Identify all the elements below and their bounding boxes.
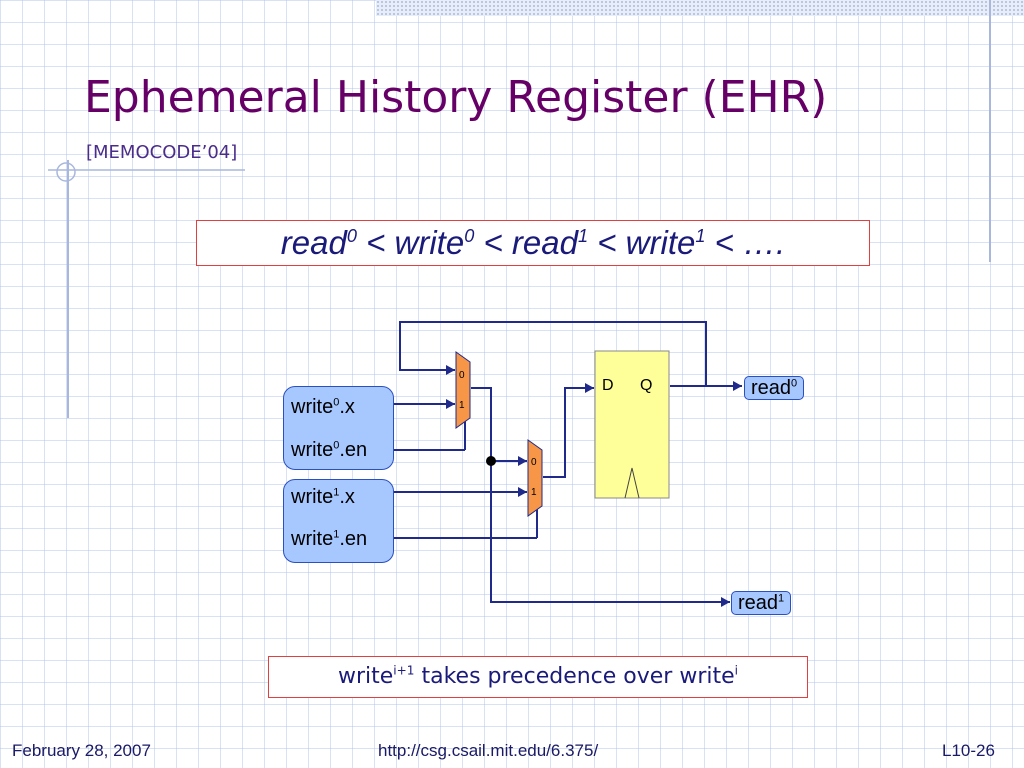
input-write0-en: write0.en (291, 439, 368, 461)
input-write1-x: write1.x (291, 486, 355, 508)
arrow-d-in (585, 383, 594, 393)
formula-read1-sup: 1 (577, 226, 589, 246)
mux-top (455, 351, 471, 429)
mux-bottom (527, 439, 543, 517)
ordering-formula: read0 < write0 < read1 < write1 < …. (196, 220, 870, 266)
flipflop-d-label: D (602, 377, 614, 394)
input-write1-en: write1.en (291, 528, 368, 550)
corner-decoration (376, 0, 1024, 16)
flipflop-q-label: Q (640, 377, 653, 394)
flipflop-register (594, 350, 670, 499)
wire-mux-top-out (471, 387, 730, 603)
arrow-mux-link (518, 456, 527, 466)
arrow-write0-x (446, 399, 455, 409)
page-subtitle: [MEMOCODE’04] (86, 142, 238, 163)
arrow-read1 (721, 597, 730, 607)
formula-lt-3: < (588, 224, 626, 261)
note-middle: takes precedence over write (414, 664, 735, 689)
formula-read0: read (280, 224, 347, 261)
formula-write0: write (394, 224, 465, 261)
mux-top-label-1: 1 (459, 400, 465, 411)
formula-read1: read (511, 224, 578, 261)
input-write0-x: write0.x (291, 396, 355, 418)
formula-lt-2: < (474, 224, 512, 261)
footer-date: February 28, 2007 (12, 741, 151, 760)
mux-top-label-0: 0 (459, 370, 465, 381)
precedence-note: writei+1 takes precedence over writei (268, 656, 808, 698)
formula-write1-sup: 1 (695, 226, 706, 246)
junction-dot (486, 456, 496, 466)
note-write-b-sup: i (734, 663, 739, 678)
input-group-write0: write0.x write0.en (283, 386, 394, 470)
arrow-read0 (733, 381, 742, 391)
page-title: Ephemeral History Register (EHR) (84, 72, 828, 123)
arrow-feedback (446, 365, 455, 375)
arrow-write1-x (518, 487, 527, 497)
decor-circle (56, 162, 76, 182)
formula-read0-sup: 0 (346, 226, 357, 246)
formula-tail: < …. (705, 224, 786, 261)
note-write-a-sup: i+1 (393, 663, 415, 678)
output-read0: read0 (744, 376, 805, 400)
formula-write1: write (625, 224, 696, 261)
formula-lt-1: < (356, 224, 395, 261)
formula-write0-sup: 0 (464, 226, 475, 246)
footer-url[interactable]: http://csg.csail.mit.edu/6.375/ (378, 741, 599, 760)
clock-edge-icon (624, 467, 640, 499)
wire-mux-bottom-out (543, 387, 594, 478)
footer-page-number: L10-26 (942, 741, 995, 760)
mux-bottom-label-1: 1 (531, 487, 537, 498)
input-group-write1: write1.x write1.en (283, 479, 394, 563)
output-read1: read1 (731, 591, 792, 615)
note-write-a: write (337, 664, 394, 689)
mux-bottom-label-0: 0 (531, 457, 537, 468)
